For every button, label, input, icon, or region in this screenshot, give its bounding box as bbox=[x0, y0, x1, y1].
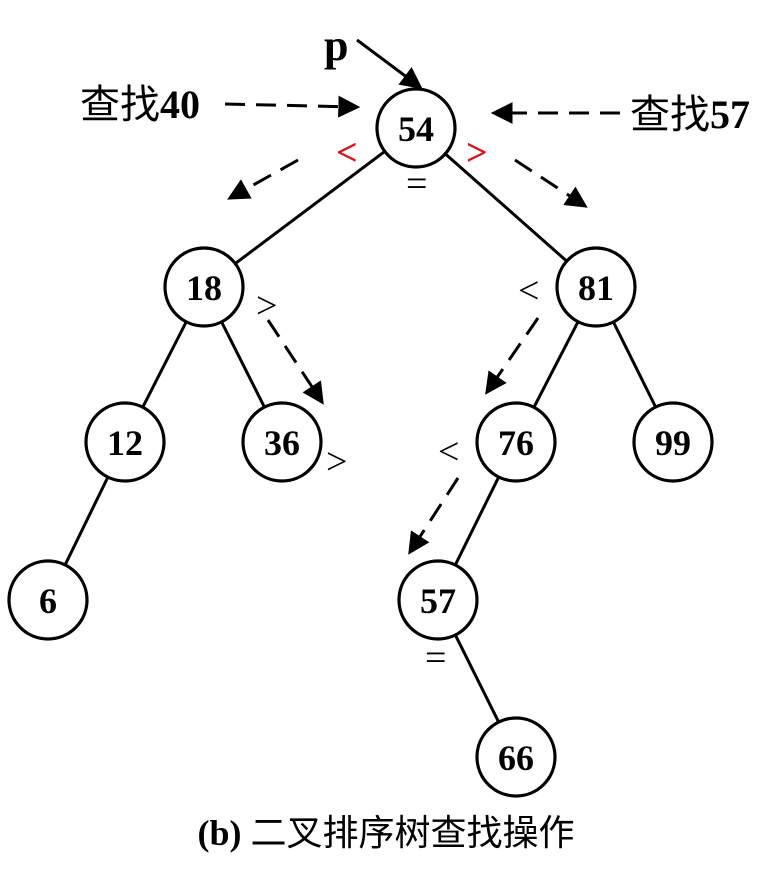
tree-node-54: 54 bbox=[375, 87, 457, 169]
tree-node-18: 18 bbox=[163, 246, 245, 328]
tree-node-99: 99 bbox=[632, 401, 714, 483]
edge-n54-n18 bbox=[203, 126, 417, 289]
path-18-to-36-arrow bbox=[266, 319, 324, 405]
node-label: 54 bbox=[398, 109, 434, 149]
root-greater-mark: > bbox=[466, 132, 488, 174]
search-40-label: 查找40 bbox=[80, 82, 200, 127]
path-54-to-81-arrow bbox=[514, 158, 588, 208]
tree-node-81: 81 bbox=[555, 246, 637, 328]
node-circle bbox=[555, 246, 637, 328]
tree-node-66: 66 bbox=[475, 716, 557, 798]
node-circle bbox=[397, 559, 479, 641]
node-76-less-mark: < bbox=[438, 431, 459, 473]
node-circle bbox=[632, 401, 714, 483]
node-circle bbox=[84, 401, 166, 483]
node-circle bbox=[475, 401, 557, 483]
path-81-to-76-arrow bbox=[485, 317, 540, 395]
caption-tag: (b) bbox=[197, 813, 241, 853]
tree-node-36: 36 bbox=[241, 401, 323, 483]
node-label: 66 bbox=[498, 738, 534, 778]
tree-node-6: 6 bbox=[7, 559, 89, 641]
node-label: 6 bbox=[39, 581, 57, 621]
node-label: 76 bbox=[498, 423, 534, 463]
node-18-greater-mark: > bbox=[256, 285, 277, 327]
search-57-prefix: 查找 bbox=[630, 92, 710, 137]
tree-node-57: 57 bbox=[397, 559, 479, 641]
node-circle bbox=[475, 716, 557, 798]
tree-node-12: 12 bbox=[84, 401, 166, 483]
node-label: 57 bbox=[420, 581, 456, 621]
pointer-label: p bbox=[324, 21, 348, 70]
search-57-label: 查找57 bbox=[630, 92, 750, 137]
search-40-value: 40 bbox=[160, 82, 200, 127]
figure-caption: (b) 二叉排序树查找操作 bbox=[197, 813, 574, 853]
path-76-to-57-arrow bbox=[408, 477, 460, 555]
search-40-prefix: 查找 bbox=[80, 82, 160, 127]
root-equal-mark: = bbox=[406, 163, 427, 205]
search-57-value: 57 bbox=[710, 92, 750, 137]
node-label: 99 bbox=[655, 423, 691, 463]
node-circle bbox=[375, 87, 457, 169]
node-36-greater-mark: > bbox=[326, 441, 347, 483]
node-label: 18 bbox=[186, 268, 222, 308]
node-circle bbox=[241, 401, 323, 483]
search-40-entry-arrow bbox=[224, 95, 361, 118]
node-label: 81 bbox=[578, 268, 614, 308]
node-81-less-mark: < bbox=[518, 270, 539, 312]
node-circle bbox=[7, 559, 89, 641]
node-57-equal-mark: = bbox=[425, 637, 446, 679]
node-label: 12 bbox=[107, 423, 143, 463]
tree-nodes: 54 18 81 12 36 76 99 6 57 66 bbox=[7, 87, 714, 798]
path-54-to-18-arrow bbox=[227, 158, 299, 200]
node-label: 36 bbox=[264, 423, 300, 463]
node-circle bbox=[163, 246, 245, 328]
root-less-mark: < bbox=[336, 132, 358, 174]
pointer-arrow bbox=[356, 38, 423, 89]
tree-node-76: 76 bbox=[475, 401, 557, 483]
caption-text: 二叉排序树查找操作 bbox=[241, 813, 574, 853]
